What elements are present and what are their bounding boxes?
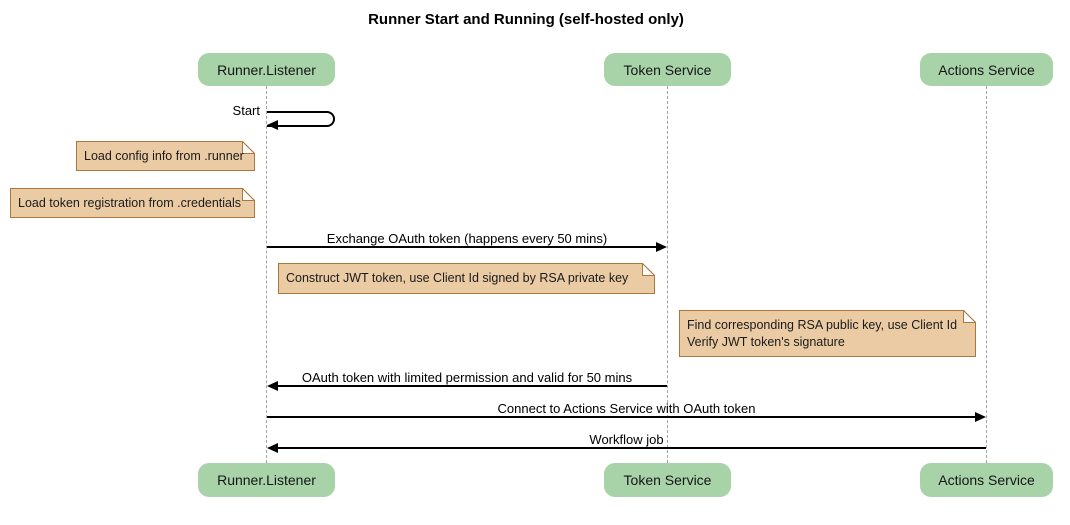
participant-token-service-bottom: Token Service — [604, 463, 731, 497]
lifeline-actions-service — [986, 86, 987, 463]
arrowhead-left-icon — [267, 120, 278, 130]
message-line — [278, 385, 667, 387]
note-text: Construct JWT token, use Client Id signe… — [286, 271, 629, 285]
arrowhead-right-icon — [975, 412, 986, 422]
arrowhead-right-icon — [656, 242, 667, 252]
note-text: Load token registration from .credential… — [18, 195, 242, 210]
participant-label: Runner.Listener — [217, 61, 316, 78]
message-label-connect-actions: Connect to Actions Service with OAuth to… — [497, 401, 756, 416]
note-text-line: Verify JWT token's signature — [687, 334, 845, 349]
participant-runner-listener-top: Runner.Listener — [198, 53, 335, 86]
arrowhead-left-icon — [267, 443, 278, 453]
message-label-start: Start — [232, 103, 260, 118]
note-shape — [679, 310, 976, 357]
participant-label: Token Service — [623, 61, 712, 78]
lifeline-runner-listener — [266, 86, 267, 463]
note-verify-jwt: Find corresponding RSA public key, use C… — [679, 310, 976, 357]
message-line — [267, 416, 978, 418]
participant-label: Actions Service — [938, 472, 1035, 488]
arrowhead-left-icon — [267, 381, 278, 391]
participant-token-service-top: Token Service — [604, 53, 731, 86]
message-line — [267, 246, 659, 248]
diagram-title: Runner Start and Running (self-hosted on… — [368, 11, 684, 28]
note-load-config: Load config info from .runner — [76, 141, 255, 171]
note-shape — [76, 141, 255, 171]
participant-label: Actions Service — [938, 61, 1035, 78]
message-label-workflow-job: Workflow job — [589, 432, 664, 447]
note-construct-jwt: Construct JWT token, use Client Id signe… — [278, 263, 655, 294]
message-line — [278, 447, 986, 449]
participant-label: Token Service — [623, 472, 712, 488]
note-text: Load config info from .runner — [84, 148, 244, 163]
participant-runner-listener-bottom: Runner.Listener — [198, 463, 335, 497]
note-shape — [10, 188, 255, 218]
note-text-line: Find corresponding RSA public key, use C… — [687, 317, 958, 332]
message-label-oauth-token: OAuth token with limited permission and … — [301, 370, 633, 385]
participant-actions-service-top: Actions Service — [920, 53, 1053, 86]
self-message-loop — [267, 111, 335, 127]
note-shape — [278, 263, 655, 294]
participant-label: Runner.Listener — [217, 472, 316, 488]
participant-actions-service-bottom: Actions Service — [920, 463, 1053, 497]
lifeline-token-service — [667, 86, 668, 463]
note-load-token-registration: Load token registration from .credential… — [10, 188, 255, 218]
message-label-exchange-oauth: Exchange OAuth token (happens every 50 m… — [326, 231, 608, 246]
